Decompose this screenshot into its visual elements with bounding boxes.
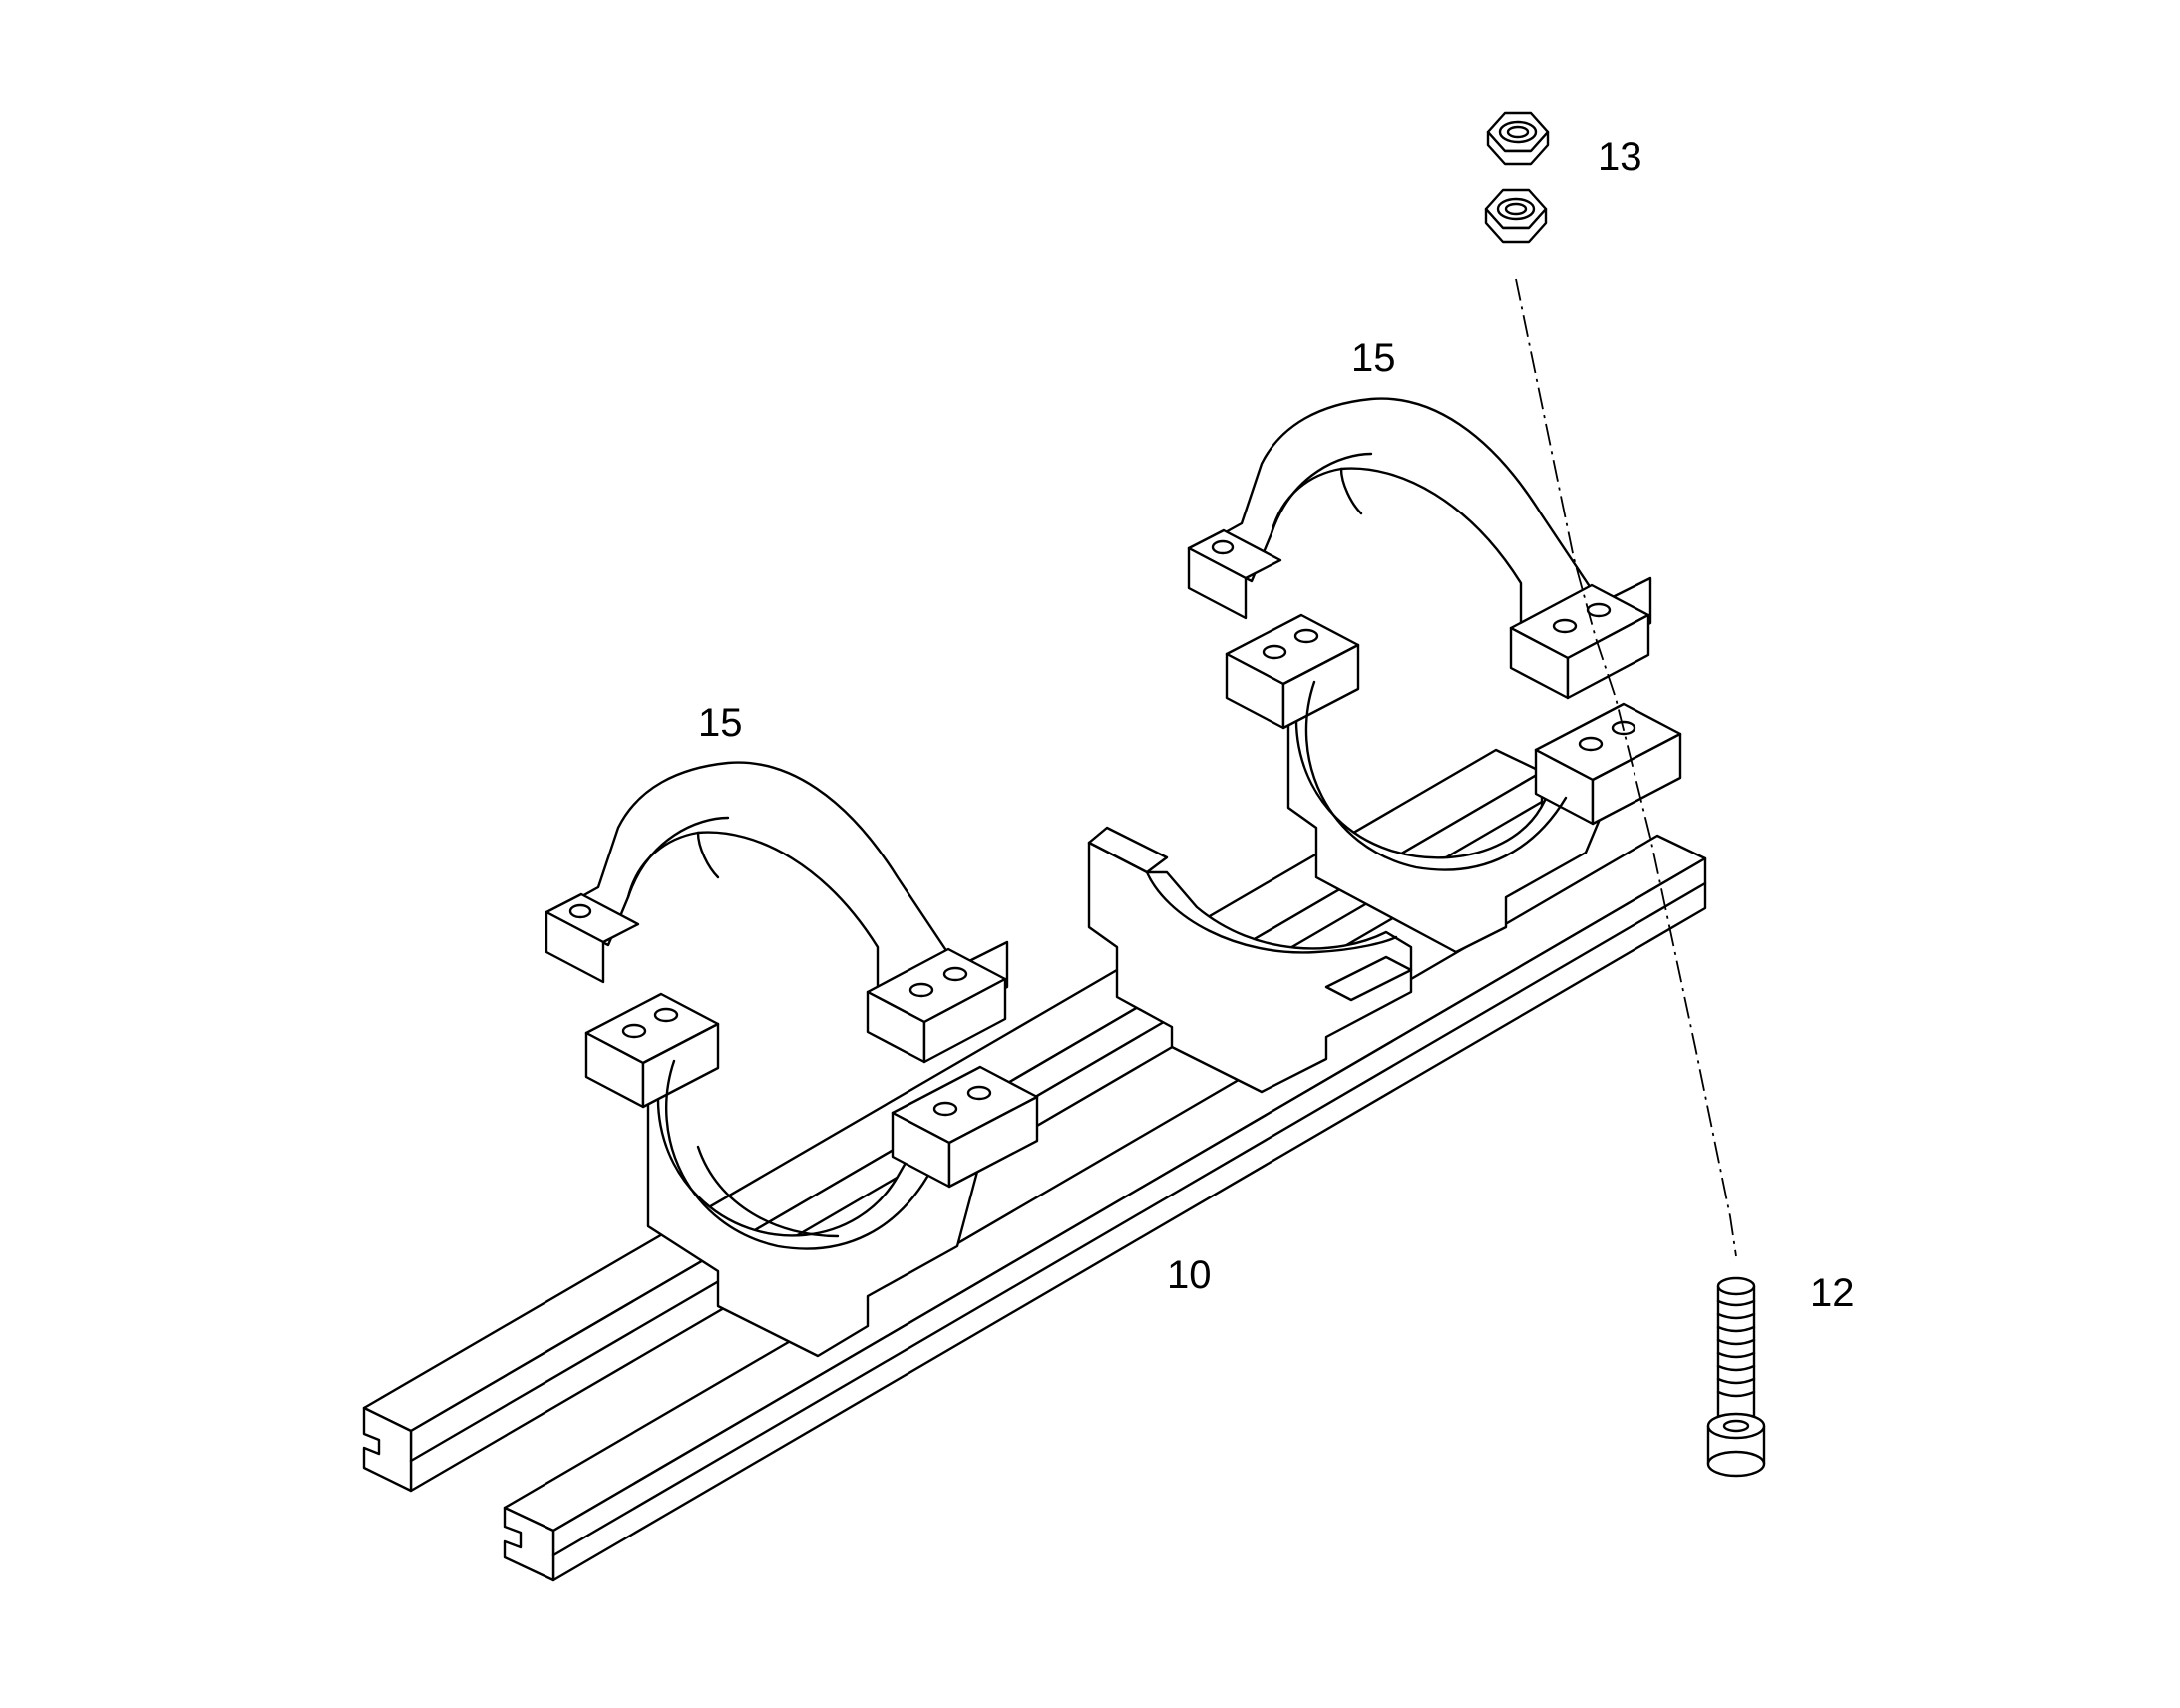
label-rail: 10: [1167, 1253, 1212, 1297]
label-bolt: 12: [1810, 1271, 1855, 1315]
nut-upper: [1486, 111, 1550, 166]
bolt: [1706, 1276, 1766, 1478]
right-upper-clamp: [1187, 397, 1652, 700]
rail-front-end-profile: [503, 1506, 555, 1582]
assembly-axis-line: [1515, 278, 1737, 1257]
label-clamp-right: 15: [1351, 336, 1396, 380]
rail-front-slot-line: [551, 881, 1707, 1557]
left-lower-clamp: [584, 992, 1039, 1358]
right-lower-clamp: [1225, 613, 1682, 954]
rail-rear-end-profile: [362, 1406, 413, 1493]
label-nuts: 13: [1598, 135, 1642, 178]
label-clamp-left: 15: [698, 701, 743, 745]
middle-saddle: [1087, 826, 1413, 1094]
left-upper-clamp: [545, 761, 1009, 1064]
nut-lower: [1484, 188, 1548, 244]
